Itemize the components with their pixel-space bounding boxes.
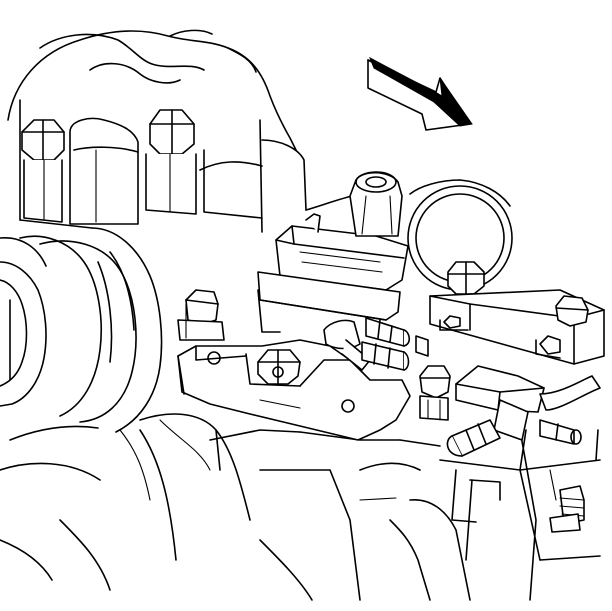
- lower-housing: [451, 429, 599, 523]
- side-bolt-left: [177, 289, 225, 341]
- valve-cover-bolt: [555, 295, 589, 327]
- ring-component: [407, 179, 513, 307]
- engine-block: [0, 29, 601, 601]
- upper-bolt-left: [21, 119, 65, 223]
- upper-bolt-middle: [69, 117, 139, 225]
- vacuum-fittings: [323, 317, 429, 371]
- upper-bolts: [21, 109, 197, 225]
- pulley: [0, 227, 163, 433]
- mounting-bracket: [177, 339, 411, 441]
- bracket-hole-right: [341, 399, 355, 413]
- valve-cover: [429, 289, 605, 365]
- boss-fitting: [349, 171, 403, 237]
- bracket-bolt: [257, 349, 301, 385]
- stud-bolt: [419, 365, 451, 421]
- upper-bolt-right: [145, 109, 197, 215]
- bracket-hole-left: [207, 351, 221, 365]
- lower-bolt: [549, 485, 585, 533]
- direction-arrow-icon: [367, 56, 473, 131]
- connector: [257, 213, 409, 333]
- hose-connector: [446, 365, 601, 457]
